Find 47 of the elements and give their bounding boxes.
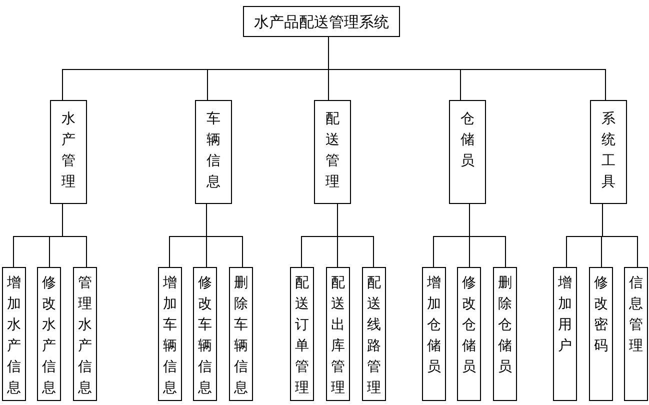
box-label: 配送订单管理	[295, 274, 309, 398]
box-label: 删除车辆信息	[234, 274, 248, 398]
box-label: 修改仓储员	[462, 274, 476, 377]
function-box	[73, 267, 97, 401]
box-label: 修改车辆信息	[198, 274, 212, 398]
system-box	[243, 6, 400, 37]
box-label: 车辆信息	[206, 110, 220, 192]
module-box	[590, 100, 627, 204]
function-box	[457, 267, 481, 401]
function-box	[229, 267, 253, 401]
function-box	[422, 267, 446, 401]
function-box	[362, 267, 386, 401]
connector-line	[62, 204, 87, 268]
function-box	[326, 267, 350, 401]
box-label: 配送线路管理	[367, 274, 381, 398]
function-box	[193, 267, 217, 401]
box-label: 增加仓储员	[427, 274, 441, 377]
connector-line	[602, 204, 638, 268]
module-box	[50, 100, 87, 204]
module-box	[314, 100, 351, 204]
function-box	[37, 267, 61, 401]
box-label: 水产品配送管理系统	[254, 12, 389, 32]
function-box	[589, 267, 613, 401]
box-label: 增加用户	[558, 274, 572, 356]
box-label: 增加车辆信息	[163, 274, 177, 398]
function-box	[2, 267, 26, 401]
box-label: 系统工具	[602, 110, 616, 192]
box-label: 配送管理	[326, 110, 340, 192]
function-box	[553, 267, 577, 401]
connector-line	[206, 204, 243, 268]
box-label: 管理水产信息	[78, 274, 92, 398]
box-label: 修改密码	[594, 274, 608, 356]
function-box	[624, 267, 648, 401]
box-label: 信息管理	[629, 274, 643, 356]
box-label: 修改水产信息	[42, 274, 56, 398]
module-box	[195, 100, 232, 204]
function-box	[158, 267, 182, 401]
connector-line	[337, 204, 374, 268]
function-box	[290, 267, 314, 401]
box-label: 水产管理	[62, 110, 76, 192]
box-label: 配送出库管理	[331, 274, 345, 398]
box-label: 仓储员	[460, 110, 474, 171]
connector-line	[469, 204, 506, 268]
module-box	[449, 100, 486, 204]
box-label: 删除仓储员	[498, 274, 512, 377]
function-box	[493, 267, 517, 401]
box-label: 增加水产信息	[7, 274, 21, 398]
